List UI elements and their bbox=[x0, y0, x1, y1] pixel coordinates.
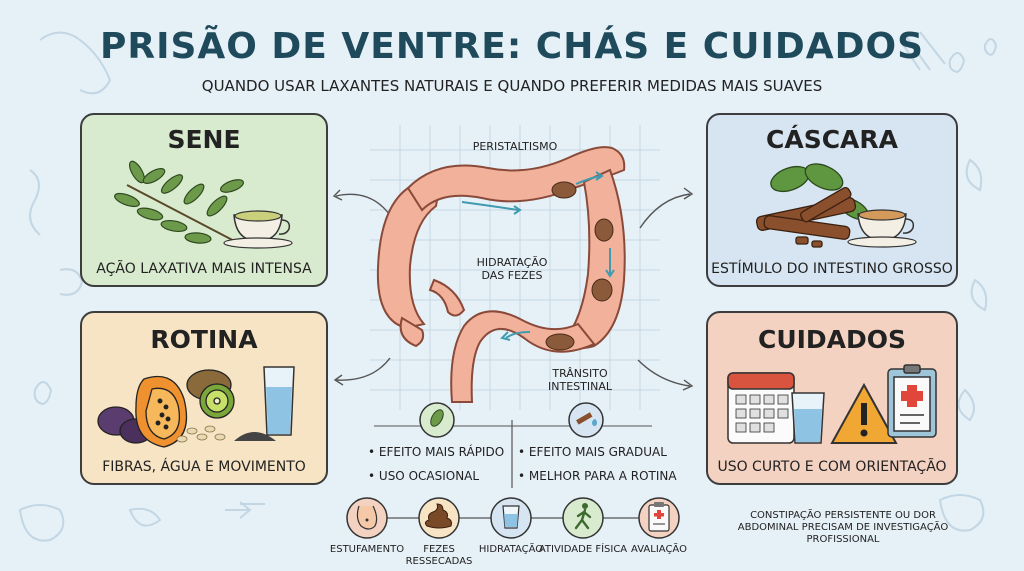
comparison-left-item: USO OCASIONAL bbox=[368, 464, 504, 488]
card-cascara: CÁSCARA ESTÍMULO DO INTESTINO GR bbox=[706, 113, 958, 287]
card-sene-caption: AÇÃO LAXATIVA MAIS INTENSA bbox=[96, 261, 312, 277]
water-glass-icon bbox=[263, 366, 295, 436]
card-rotina: ROTINA bbox=[80, 311, 328, 485]
card-sene: SENE AÇÃO LAXATIVA MA bbox=[80, 113, 328, 287]
bottom-item-label: ATIVIDADE FÍSICA bbox=[538, 544, 628, 555]
colon-diagram: PERISTALTISMO HIDRATAÇÃO DAS FEZES TRÂNS… bbox=[362, 118, 664, 412]
care-items-icon bbox=[708, 361, 956, 451]
medical-warning-note: CONSTIPAÇÃO PERSISTENTE OU DOR ABDOMINAL… bbox=[737, 510, 949, 545]
bottom-item-label: FEZES RESSECADAS bbox=[405, 544, 473, 567]
fruits-and-water-icon bbox=[82, 359, 326, 451]
warning-icon bbox=[830, 382, 898, 444]
card-rotina-caption: FIBRAS, ÁGUA E MOVIMENTO bbox=[102, 459, 306, 475]
bottom-item-fezes: FEZES RESSECADAS bbox=[394, 496, 484, 568]
bottom-item-atividade: ATIVIDADE FÍSICA bbox=[538, 496, 628, 556]
card-rotina-title: ROTINA bbox=[150, 325, 258, 354]
page-subtitle: QUANDO USAR LAXANTES NATURAIS E QUANDO P… bbox=[201, 77, 823, 95]
clipboard-icon bbox=[887, 364, 937, 438]
bottom-item-label: ESTUFAMENTO bbox=[329, 544, 405, 555]
water-glass-icon bbox=[791, 392, 825, 444]
comparison-right-item: MELHOR PARA A ROTINA bbox=[518, 464, 677, 488]
walking-icon bbox=[562, 497, 604, 539]
arrow-to-cuidados bbox=[637, 359, 691, 387]
stool-icon bbox=[418, 497, 460, 539]
leaf-circle-icon bbox=[419, 402, 455, 438]
belly-icon bbox=[346, 497, 388, 539]
bottom-item-label: HIDRATAÇÃO bbox=[478, 544, 544, 555]
bottom-item-hidratacao: HIDRATAÇÃO bbox=[466, 496, 556, 556]
tea-cup-icon bbox=[847, 209, 917, 248]
arrow-to-rotina bbox=[335, 357, 391, 381]
card-sene-title: SENE bbox=[167, 125, 241, 154]
label-transito: TRÂNSITO INTESTINAL bbox=[548, 367, 612, 393]
senna-leaves-icon bbox=[82, 160, 326, 250]
page-title: PRISÃO DE VENTRE: CHÁS E CUIDADOS bbox=[99, 26, 924, 67]
card-cascara-caption: ESTÍMULO DO INTESTINO GROSSO bbox=[711, 261, 953, 277]
cascara-bark-icon bbox=[708, 159, 956, 251]
flow-arrows bbox=[461, 171, 615, 341]
label-hidratacao: HIDRATAÇÃO DAS FEZES bbox=[476, 256, 548, 282]
stool-marks bbox=[545, 181, 614, 351]
bottom-item-label: AVALIAÇÃO bbox=[631, 544, 687, 555]
comparison-left: EFEITO MAIS RÁPIDO USO OCASIONAL bbox=[368, 440, 504, 488]
bark-drop-circle-icon bbox=[568, 402, 604, 438]
comparison-right-item: EFEITO MAIS GRADUAL bbox=[518, 440, 677, 464]
card-cuidados-title: CUIDADOS bbox=[757, 325, 907, 354]
arrow-to-cascara bbox=[639, 193, 691, 229]
label-peristaltismo: PERISTALTISMO bbox=[472, 140, 558, 153]
tea-cup-icon bbox=[223, 210, 293, 249]
card-cascara-title: CÁSCARA bbox=[766, 125, 898, 154]
colon-illustration bbox=[376, 146, 626, 403]
comparison-left-item: EFEITO MAIS RÁPIDO bbox=[368, 440, 504, 464]
card-cuidados-caption: USO CURTO E COM ORIENTAÇÃO bbox=[717, 459, 947, 475]
bottom-item-avaliacao: AVALIAÇÃO bbox=[614, 496, 704, 556]
card-cuidados: CUIDADOS bbox=[706, 311, 958, 485]
calendar-icon bbox=[727, 372, 795, 444]
bottom-item-estufamento: ESTUFAMENTO bbox=[322, 496, 412, 556]
comparison-right: EFEITO MAIS GRADUAL MELHOR PARA A ROTINA bbox=[518, 440, 677, 488]
clipboard-icon bbox=[638, 497, 680, 539]
water-glass-icon bbox=[490, 497, 532, 539]
